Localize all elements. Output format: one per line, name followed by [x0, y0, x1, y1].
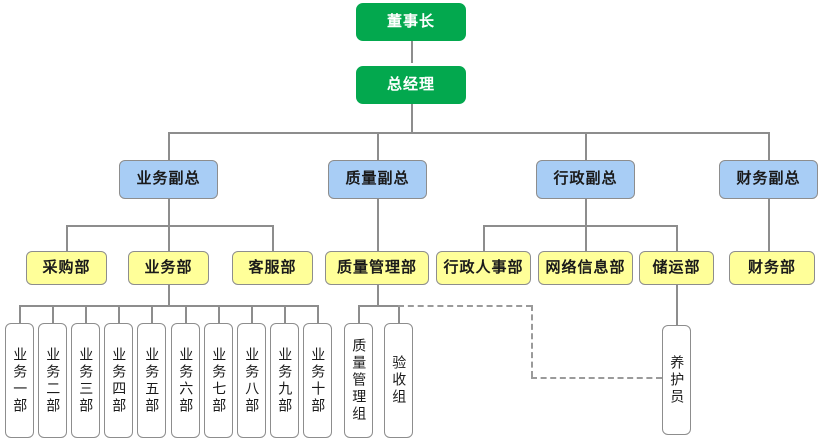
dashed-link-top — [398, 305, 532, 307]
connector-quality-team-bus — [358, 305, 399, 307]
connector-chairman-to-gm — [411, 41, 413, 63]
node-dept-business[interactable]: 业务部 — [128, 251, 209, 285]
node-dept-network-info[interactable]: 网络信息部 — [538, 251, 633, 285]
node-team-business-8[interactable]: 业务八部 — [237, 323, 266, 438]
node-dept-admin-hr[interactable]: 行政人事部 — [436, 251, 531, 285]
connector-vp-business-drop — [168, 199, 170, 225]
connector-team-business-2-riser — [52, 305, 54, 323]
connector-vp-admin-riser — [585, 132, 587, 160]
connector-vp-quality-riser — [377, 132, 379, 160]
node-team-quality-group[interactable]: 质量管理组 — [344, 323, 373, 438]
connector-team-business-7-riser — [218, 305, 220, 323]
connector-team-business-3-riser — [85, 305, 87, 323]
connector-business-team-bus — [19, 305, 317, 307]
node-team-business-4[interactable]: 业务四部 — [104, 323, 133, 438]
connector-vp-business-riser — [168, 132, 170, 160]
node-team-maintenance-staff[interactable]: 养护员 — [662, 325, 691, 435]
node-dept-purchasing[interactable]: 采购部 — [26, 251, 107, 285]
connector-team-business-4-riser — [118, 305, 120, 323]
node-team-business-10[interactable]: 业务十部 — [303, 323, 332, 438]
node-vp-quality[interactable]: 质量副总 — [328, 160, 427, 199]
node-vp-admin[interactable]: 行政副总 — [536, 160, 635, 199]
node-general-manager[interactable]: 总经理 — [356, 66, 466, 104]
node-vp-business[interactable]: 业务副总 — [119, 160, 218, 199]
connector-dept-admin-hr-riser — [483, 225, 485, 251]
connector-team-business-8-riser — [251, 305, 253, 323]
node-team-business-7[interactable]: 业务七部 — [204, 323, 233, 438]
node-vp-finance[interactable]: 财务副总 — [719, 160, 818, 199]
connector-dept-storage-transport-riser — [676, 225, 678, 251]
connector-team-acceptance-group-riser — [398, 305, 400, 323]
dashed-link-bottom — [531, 377, 662, 379]
connector-gm-drop — [411, 104, 413, 132]
connector-vp-bus — [168, 132, 768, 134]
node-dept-quality-management[interactable]: 质量管理部 — [325, 251, 429, 285]
connector-vp-quality-to-dept — [377, 199, 379, 251]
node-team-business-3[interactable]: 业务三部 — [71, 323, 100, 438]
connector-vp-admin-drop — [585, 199, 587, 225]
connector-dept-network-info-riser — [585, 225, 587, 251]
node-team-business-6[interactable]: 业务六部 — [171, 323, 200, 438]
node-chairman[interactable]: 董事长 — [356, 3, 466, 41]
node-dept-storage-transport[interactable]: 储运部 — [639, 251, 714, 285]
connector-vp-finance-riser — [768, 132, 770, 160]
node-team-business-5[interactable]: 业务五部 — [137, 323, 166, 438]
connector-storage-to-maintenance — [676, 285, 678, 325]
node-dept-finance[interactable]: 财务部 — [729, 251, 815, 285]
connector-dept-customer-service-riser — [272, 225, 274, 251]
dashed-link-vertical — [531, 305, 533, 377]
connector-team-business-10-riser — [317, 305, 319, 323]
connector-dept-business-riser — [168, 225, 170, 251]
node-team-business-2[interactable]: 业务二部 — [38, 323, 67, 438]
node-dept-customer-service[interactable]: 客服部 — [232, 251, 313, 285]
connector-business-dept-drop — [168, 285, 170, 305]
connector-team-quality-group-riser — [358, 305, 360, 323]
connector-vp-finance-to-dept — [768, 199, 770, 251]
connector-team-business-5-riser — [151, 305, 153, 323]
connector-team-business-6-riser — [185, 305, 187, 323]
connector-quality-dept-drop — [377, 285, 379, 305]
connector-admin-dept-bus — [483, 225, 677, 227]
node-team-business-1[interactable]: 业务一部 — [5, 323, 34, 438]
node-team-acceptance-group[interactable]: 验收组 — [384, 323, 413, 438]
connector-team-business-1-riser — [19, 305, 21, 323]
connector-team-business-9-riser — [284, 305, 286, 323]
connector-dept-purchasing-riser — [66, 225, 68, 251]
node-team-business-9[interactable]: 业务九部 — [270, 323, 299, 438]
